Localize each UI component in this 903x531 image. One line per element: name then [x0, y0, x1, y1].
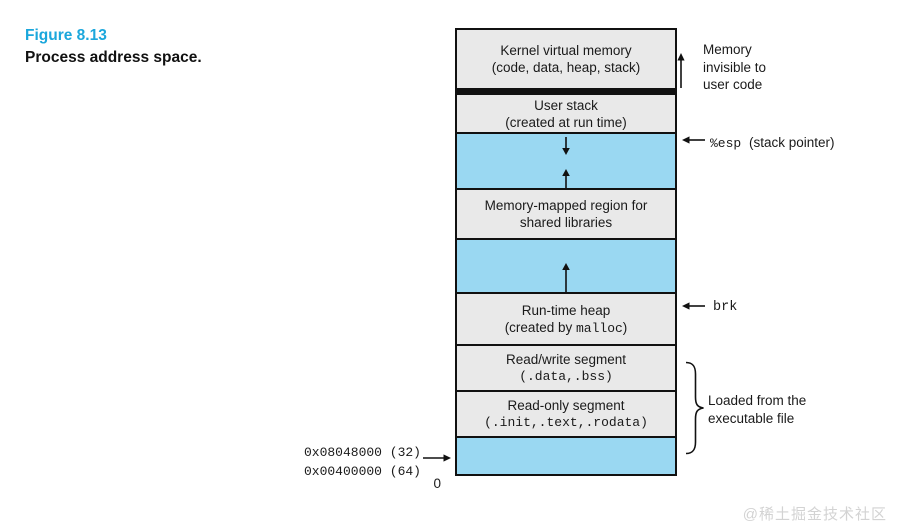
process-address-space-diagram: Kernel virtual memory (code, data, heap,…	[455, 28, 677, 476]
region-label-line1: Run-time heap	[521, 302, 611, 318]
region-heap-growth-area	[457, 238, 675, 294]
figure-number: Figure 8.13	[25, 27, 107, 44]
memory-invisible-up-arrow-icon	[677, 53, 685, 88]
note-line: invisible to	[703, 59, 767, 75]
note-line: Loaded from the	[708, 393, 807, 408]
region-stack-growth-area	[457, 132, 675, 188]
region-label-line2: (code, data, heap, stack)	[491, 60, 641, 75]
address-right-arrow-icon	[423, 454, 451, 462]
segment-names: (.data,.bss)	[519, 369, 613, 384]
region-user-stack: User stack (created at run time)	[457, 88, 675, 132]
brk-left-arrow-icon	[682, 302, 705, 310]
region-unused-low-memory	[457, 436, 675, 474]
malloc-code: malloc	[575, 320, 623, 336]
esp-left-arrow-icon	[682, 136, 705, 144]
figure-title: Process address space.	[25, 49, 202, 66]
address-64bit: 0x00400000 (64)	[303, 464, 421, 479]
region-label-line1: Kernel virtual memory	[500, 43, 632, 58]
watermark: @稀土掘金技术社区	[742, 506, 887, 523]
region-label-line1: Memory-mapped region for	[484, 198, 648, 213]
address-zero: 0	[433, 476, 441, 491]
esp-label: %esp (stack pointer)	[710, 134, 835, 153]
region-read-write-segment: Read/write segment (.data,.bss)	[457, 344, 675, 390]
region-label-line2: (created at run time)	[505, 114, 627, 130]
address-32bit: 0x08048000 (32)	[303, 445, 421, 460]
region-label-line1: User stack	[534, 97, 598, 113]
segment-names: (.init,.text,.rodata)	[484, 415, 648, 430]
region-label-line2: (created by malloc)	[505, 319, 628, 337]
figure-caption: Figure 8.13 Process address space.	[25, 26, 202, 68]
note-line: Memory	[703, 42, 752, 57]
region-label-line1: Read-only segment	[507, 398, 625, 413]
label-text: (created by	[504, 319, 576, 335]
esp-desc: (stack pointer)	[748, 135, 835, 150]
loaded-from-executable-note: Loaded from the executable file	[708, 392, 806, 427]
stack-grow-down-arrow-icon	[562, 137, 570, 188]
memory-invisible-note: Memory invisible to user code	[703, 41, 766, 94]
region-memory-mapped: Memory-mapped region for shared librarie…	[457, 188, 675, 238]
brk-label: brk	[713, 300, 738, 315]
region-label-line1: Read/write segment	[505, 352, 627, 367]
region-label-line2: shared libraries	[519, 215, 613, 230]
esp-register: %esp	[710, 136, 742, 151]
loaded-from-executable-brace-icon	[685, 361, 704, 455]
label-text: )	[622, 319, 628, 335]
start-addresses: 0x08048000 (32) 0x00400000 (64)	[258, 443, 421, 481]
region-read-only-segment: Read-only segment (.init,.text,.rodata)	[457, 390, 675, 436]
region-runtime-heap: Run-time heap (created by malloc)	[457, 292, 675, 344]
region-kernel-virtual-memory: Kernel virtual memory (code, data, heap,…	[457, 30, 675, 88]
note-line: user code	[703, 77, 763, 92]
note-line: executable file	[708, 410, 795, 426]
heap-grow-up-arrow-icon	[562, 263, 570, 294]
